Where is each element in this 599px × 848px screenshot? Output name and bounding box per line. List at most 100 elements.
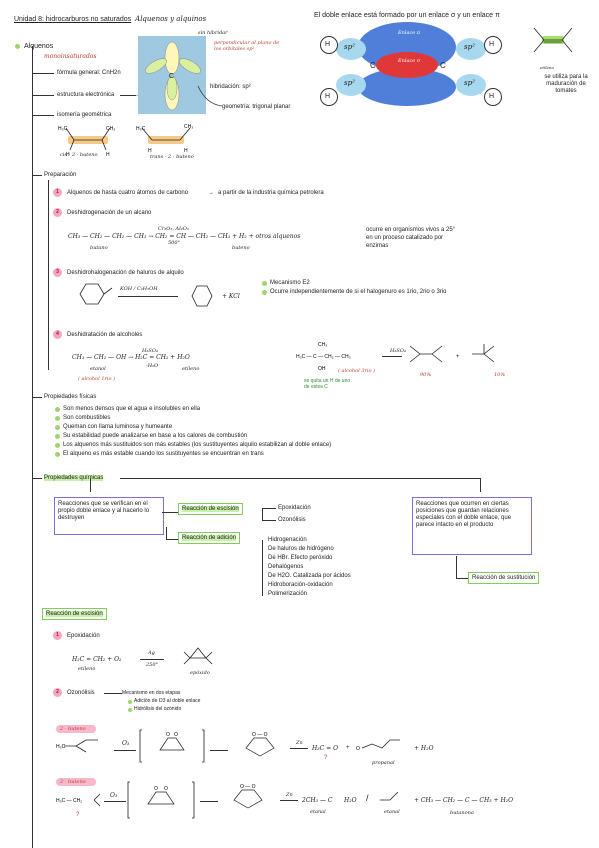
cis-label: cis - 2 - buteno bbox=[60, 152, 98, 158]
ex2-zn: Zn bbox=[286, 792, 293, 798]
svg-text:H: H bbox=[106, 152, 110, 158]
alquenos-sub: monoinsaturados bbox=[44, 53, 97, 60]
escision-box: Reacción de escisión bbox=[178, 503, 243, 515]
ex1-propanal-label: propanal bbox=[372, 760, 395, 766]
prep-1-text: Alquenos de hasta cuatro átomos de carbo… bbox=[67, 190, 189, 196]
ex2-label: 2 - buteno bbox=[60, 779, 86, 785]
adicion-item: De haluros de hidrógeno bbox=[268, 546, 334, 552]
prep-2-note: ocurre en organismos vivos a 25° en un p… bbox=[366, 227, 456, 249]
prep-2-reaction: CH₃ — CH₂ — CH₂ — CH₃ → CH₂ = CH — CH₂ —… bbox=[68, 233, 301, 240]
ex1-water: + H₂O bbox=[414, 745, 434, 752]
pct-major: 90% bbox=[420, 372, 432, 378]
fisica-item: Su estabilidad puede analizarse en base … bbox=[63, 433, 248, 439]
ex1-propanal: O bbox=[356, 739, 400, 752]
svg-text:CH₃: CH₃ bbox=[318, 342, 327, 348]
isomeria-label: isomería geométrica bbox=[57, 112, 112, 118]
pi-label: Enlace π bbox=[398, 30, 421, 36]
bullet-icon bbox=[15, 44, 20, 49]
fisica-item: El alqueno es más estable cuando los sus… bbox=[63, 451, 264, 457]
epox-temp: 250° bbox=[146, 662, 159, 668]
fisica-item: Son menos densos que el agua e insoluble… bbox=[63, 406, 201, 412]
epox-reactant: H₂C = CH₂ + O₂ bbox=[72, 656, 122, 663]
epox-label: Epoxidación bbox=[67, 633, 100, 639]
ex2-question: ? bbox=[76, 812, 80, 818]
ex1-product: H₃C = O bbox=[312, 745, 338, 752]
sigma-bond bbox=[376, 52, 438, 78]
prep-2-product-name: buteno bbox=[232, 245, 250, 251]
svg-text:CH₃: CH₃ bbox=[184, 124, 193, 130]
svg-text:H₃C: H₃C bbox=[56, 744, 66, 750]
tert-alcohol: H₃C — C — CH₂ — CH₃ CH₃ OH bbox=[296, 342, 351, 372]
adicion-item: De H2O. Catalizada por ácidos bbox=[268, 573, 351, 579]
ozon-step: Adición de O3 al doble enlace bbox=[134, 698, 201, 704]
svg-text:O — O: O — O bbox=[252, 732, 268, 738]
svg-text:O: O bbox=[154, 786, 158, 792]
svg-text:H₃C — CH₂: H₃C — CH₂ bbox=[56, 798, 82, 804]
ozon-arrow: Mecanismo en dos etapas bbox=[122, 690, 181, 696]
ex2-o3: O₃ bbox=[110, 792, 118, 799]
svg-text:O: O bbox=[356, 746, 360, 752]
prep-4-reaction: CH₃ — CH₂ — OH → H₂C = CH₂ + H₂O bbox=[72, 354, 190, 361]
orbital-title: El doble enlace está formado por un enla… bbox=[314, 12, 500, 19]
escision-item: Epoxidación bbox=[278, 505, 311, 511]
prep-3-text: Deshidrohalogenación de haluros de alqui… bbox=[67, 270, 184, 276]
svg-text:O: O bbox=[174, 732, 178, 738]
major-alkene bbox=[409, 345, 443, 363]
ex1-o3: O₃ bbox=[122, 740, 130, 747]
ex2-butanona: butanona bbox=[450, 810, 474, 816]
prep-2-temp: 500° bbox=[168, 240, 181, 246]
ex2-etanal-struct bbox=[380, 791, 399, 801]
ethylene-label: etileno bbox=[540, 65, 554, 70]
ex2-ozonide: O — O bbox=[233, 784, 263, 809]
fisica-item: Queman con llama luminosa y humeante bbox=[63, 424, 173, 430]
prep-3-note-2: Ocurre independientemente de si el halog… bbox=[270, 289, 447, 295]
adicion-box: Reacción de adición bbox=[178, 532, 241, 544]
prep-2-catalyst: Cr₂O₃, Al₂O₃ bbox=[158, 226, 189, 232]
etileno-label: etileno bbox=[182, 366, 200, 372]
prep-3-note-1: Mecanismo E2 bbox=[270, 280, 310, 286]
epox-reactant-name: etileno bbox=[78, 666, 96, 672]
sp2-label: sp² bbox=[344, 43, 355, 51]
pct-minor: 10% bbox=[494, 372, 506, 378]
adicion-item: Hidrogenación bbox=[268, 537, 307, 543]
estructura-label: estructura electrónica bbox=[57, 92, 115, 98]
minor-alkene bbox=[472, 344, 495, 363]
svg-text:H₃C: H₃C bbox=[58, 126, 68, 132]
box-preserve: Reacciones que ocurren en ciertas posici… bbox=[412, 497, 532, 555]
svg-text:H: H bbox=[184, 148, 188, 154]
epox-product-name: epóxido bbox=[190, 670, 210, 676]
prep-4-reagent: H₂SO₄ bbox=[142, 348, 158, 354]
preparacion-label: Preparación bbox=[44, 172, 77, 178]
hydrogen-label: H bbox=[325, 41, 331, 48]
fisica-item: Son combustibles bbox=[63, 415, 111, 421]
alquenos-label: Alquenos bbox=[24, 43, 54, 50]
ozon-label: Ozonólisis bbox=[67, 690, 95, 696]
ex2-alkene: H₃C — CH₂ bbox=[56, 793, 101, 807]
prep-2-reactant-name: butano bbox=[90, 245, 108, 251]
svg-text:OH: OH bbox=[318, 366, 326, 372]
ex2-etanal-2: etanal bbox=[384, 809, 400, 815]
svg-text:CH₃: CH₃ bbox=[106, 126, 115, 132]
svg-text:H₃C — C — CH₂ — CH₃: H₃C — C — CH₂ — CH₃ bbox=[296, 354, 351, 360]
ethylene-molecule bbox=[533, 27, 573, 53]
prep-4-right-reagent: H₂SO₄ bbox=[390, 348, 406, 354]
geometria-label: geometría: trigonal planar bbox=[222, 104, 291, 110]
alcohol-type: ( alcohol 1rio ) bbox=[78, 376, 116, 382]
cis-molecule: H₃C CH₃ H H bbox=[58, 126, 115, 158]
escision-item: Ozonólisis bbox=[278, 517, 306, 523]
cyclohexyl-chloride bbox=[79, 283, 113, 305]
svg-text:O: O bbox=[164, 786, 168, 792]
adicion-item: Polimerización bbox=[268, 591, 308, 597]
diagram-dark-note: sin hibridar bbox=[198, 30, 228, 36]
prep-1-result: a partir de la industria química petrole… bbox=[218, 190, 324, 196]
prep-2-text: Deshidrogenación de un alcano bbox=[67, 210, 152, 216]
svg-text:H: H bbox=[66, 152, 70, 158]
carbon-left: C bbox=[370, 61, 376, 70]
ex1-ozonide: O — O bbox=[245, 732, 275, 757]
alcohol-type-2: ( alcohol 3rio ) bbox=[338, 368, 376, 374]
diagram-red-note: perpendicular al plano de los orbitales … bbox=[214, 40, 280, 52]
ex2-final: + CH₃ — CH₂ — C — CH₃ + H₂O bbox=[414, 797, 514, 804]
